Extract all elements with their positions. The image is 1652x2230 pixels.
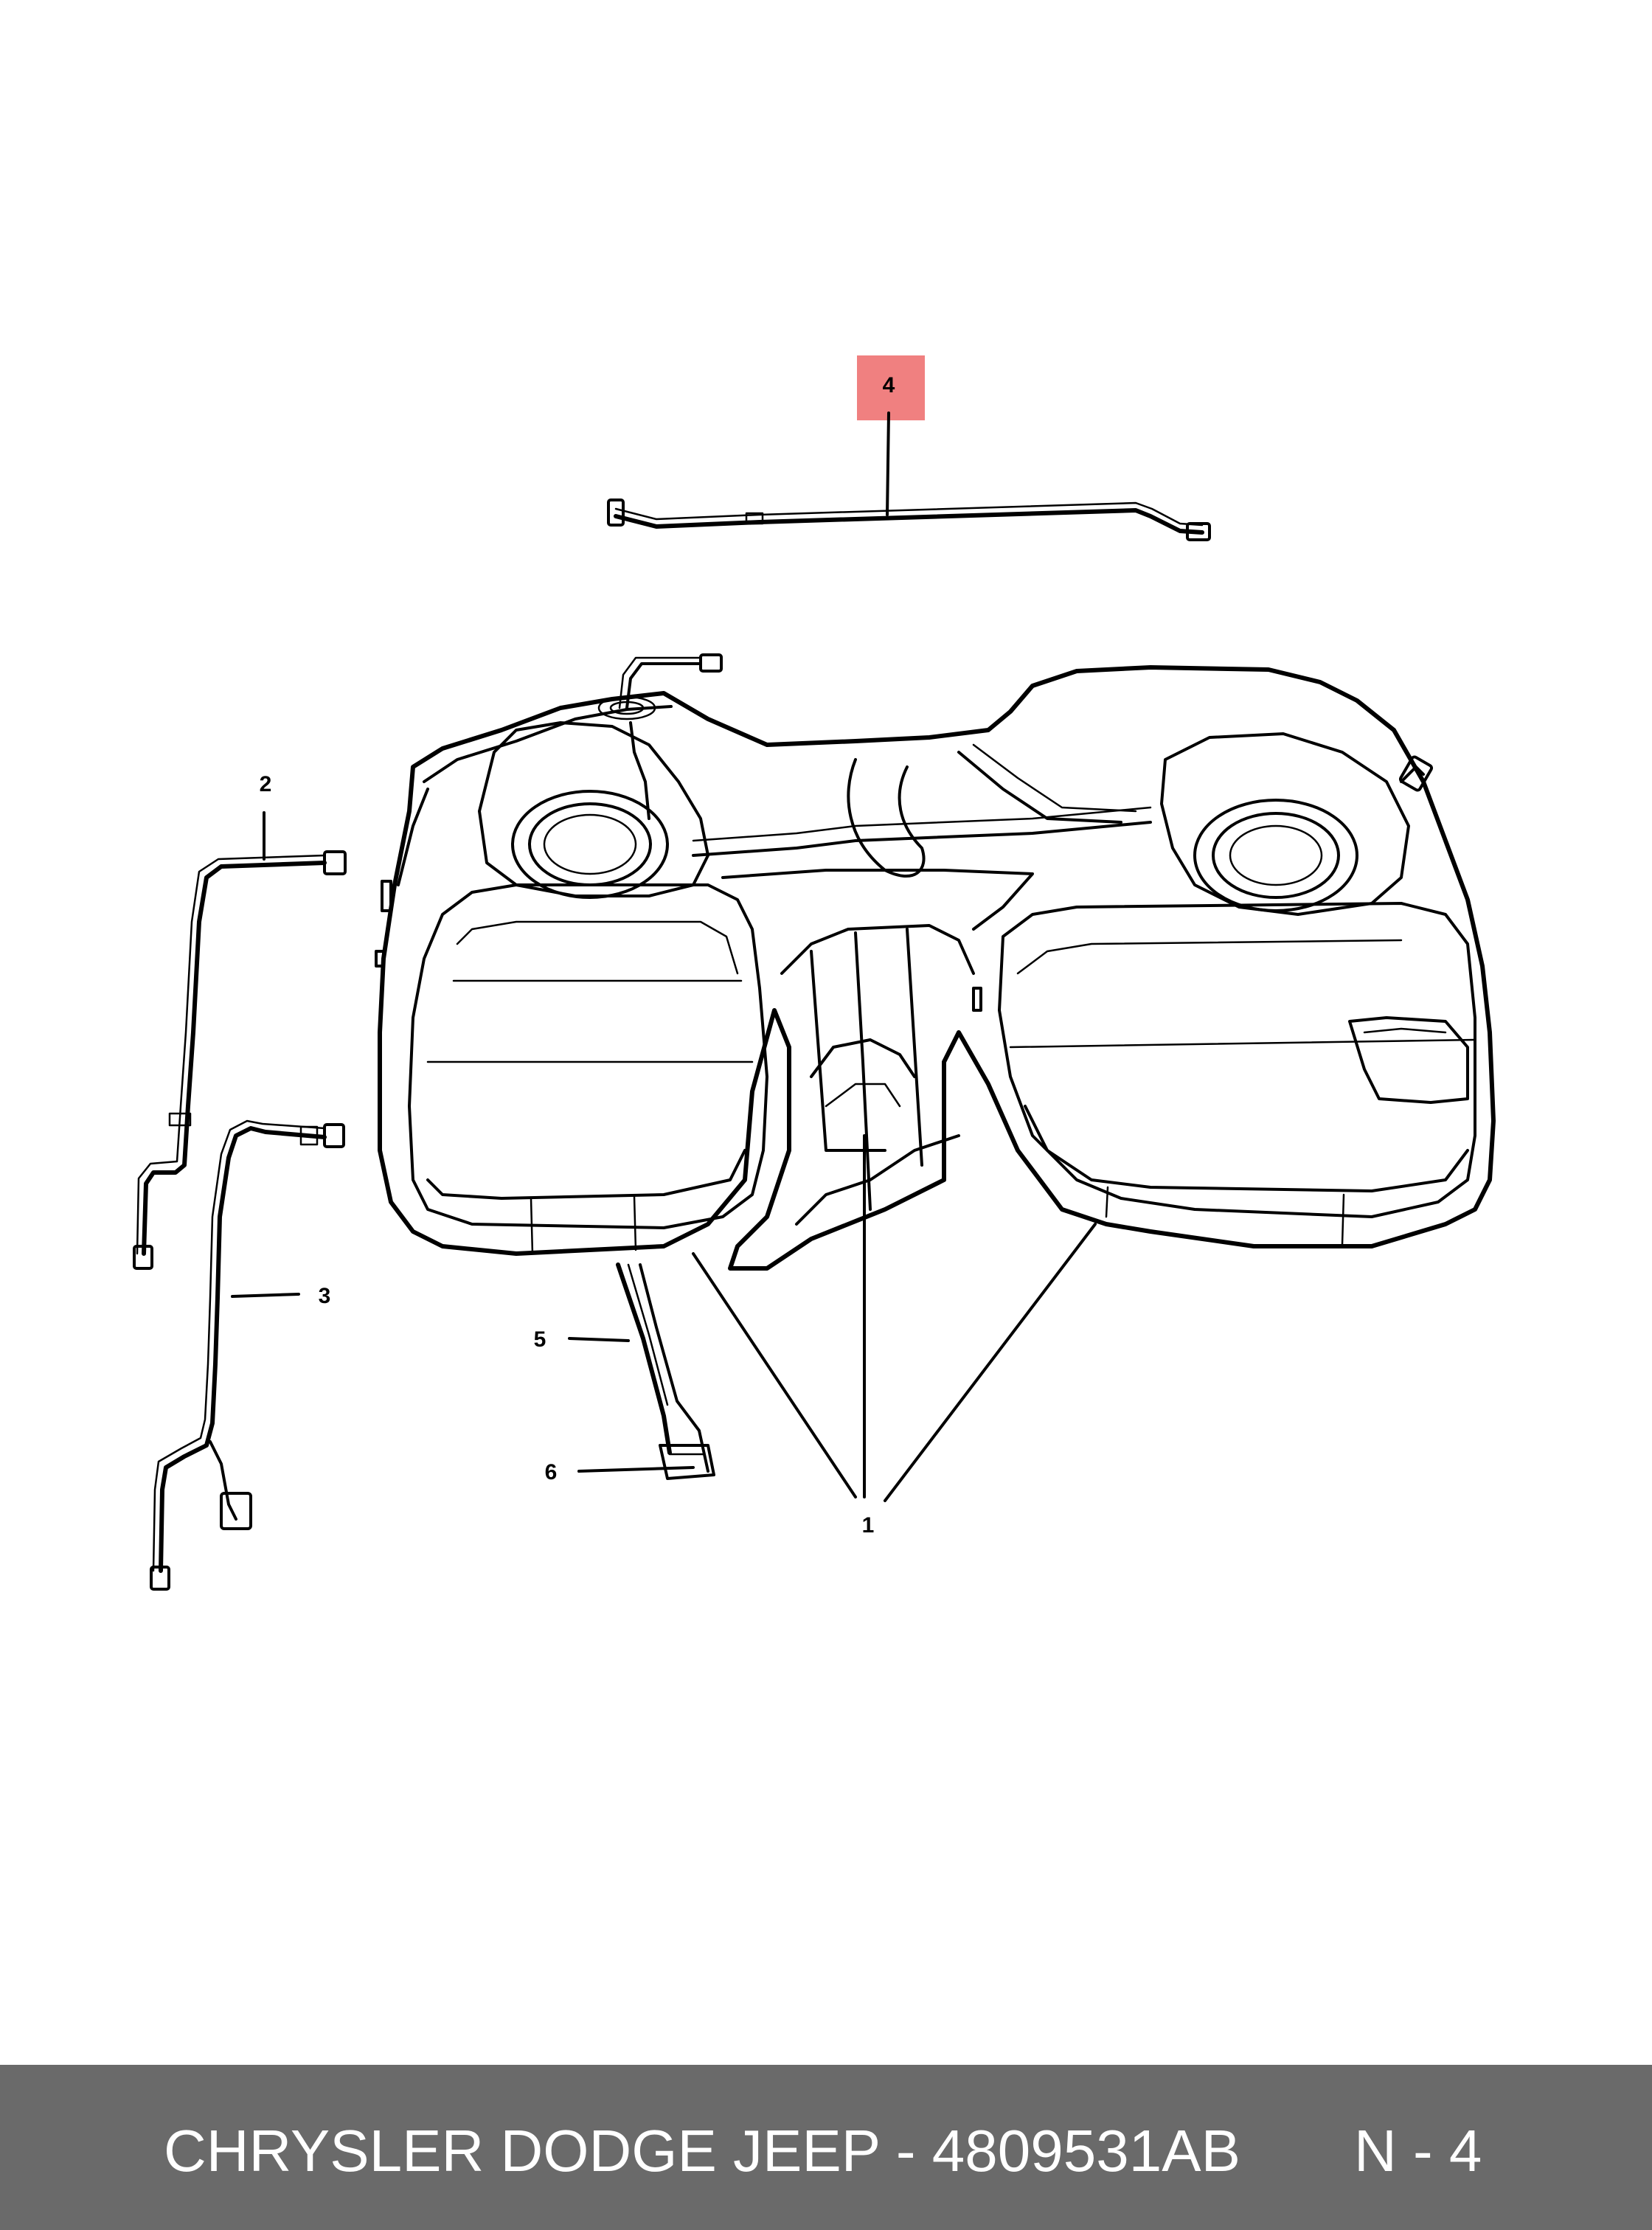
callout-2-label: 2 [260, 772, 272, 796]
part-4-fuel-line[interactable] [607, 499, 1211, 541]
callout-3-label: 3 [319, 1284, 331, 1308]
callout-5-label: 5 [534, 1327, 546, 1352]
parts-diagram: 1 2 3 4 5 6 [133, 355, 1496, 1591]
part-5-strap[interactable] [616, 1262, 709, 1473]
callout-4-label: 4 [883, 373, 895, 397]
part-2-harness[interactable] [133, 850, 347, 1270]
part-number-title: CHRYSLER DODGE JEEP - 4809531AB [164, 2118, 1240, 2184]
footer-bar: CHRYSLER DODGE JEEP - 4809531AB N - 4 [0, 2065, 1652, 2230]
part-3-harness[interactable] [150, 1119, 345, 1591]
callout-4-highlight [857, 355, 925, 420]
callout-1-label: 1 [862, 1513, 875, 1538]
part-1-fuel-tank[interactable] [375, 653, 1496, 1271]
page-indicator: N - 4 [1354, 2118, 1482, 2184]
callout-6-label: 6 [545, 1460, 558, 1484]
